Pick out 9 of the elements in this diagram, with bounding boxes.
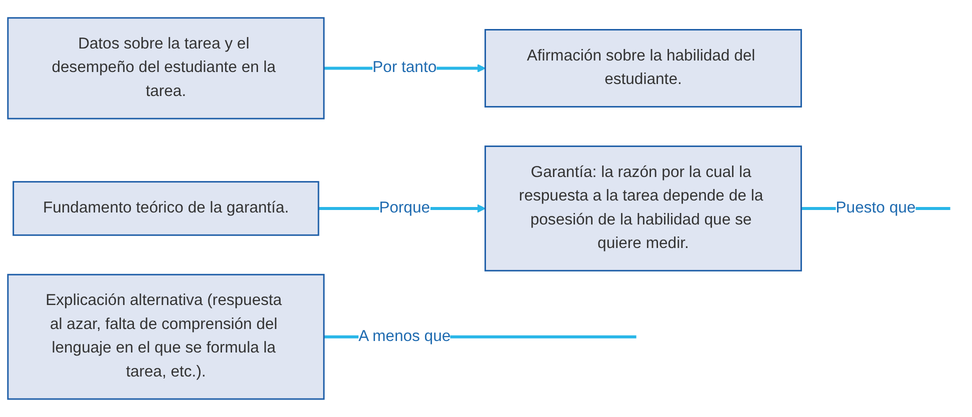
node-box: Explicación alternativa (respuesta al azar, falta de comprensión del lenguaje en el que se formula la tarea, etc.). [7, 274, 325, 400]
node-box: Datos sobre la tarea y el desempeño del estudiante en la tarea. [7, 17, 325, 120]
node-box: Garantía: la razón por la cual la respuesta a la tarea depende de la posesión de la habilidad que se quiere medir. [484, 146, 802, 272]
edge-label: Puesto que [836, 200, 916, 216]
edge-label: A menos que [358, 328, 451, 345]
node-box: Fundamento teórico de la garantía. [12, 181, 320, 236]
edge-label: Porque [379, 200, 430, 216]
node-box: Afirmación sobre la habilidad del estudiante. [484, 29, 802, 108]
edge-label: Por tanto [372, 59, 437, 76]
